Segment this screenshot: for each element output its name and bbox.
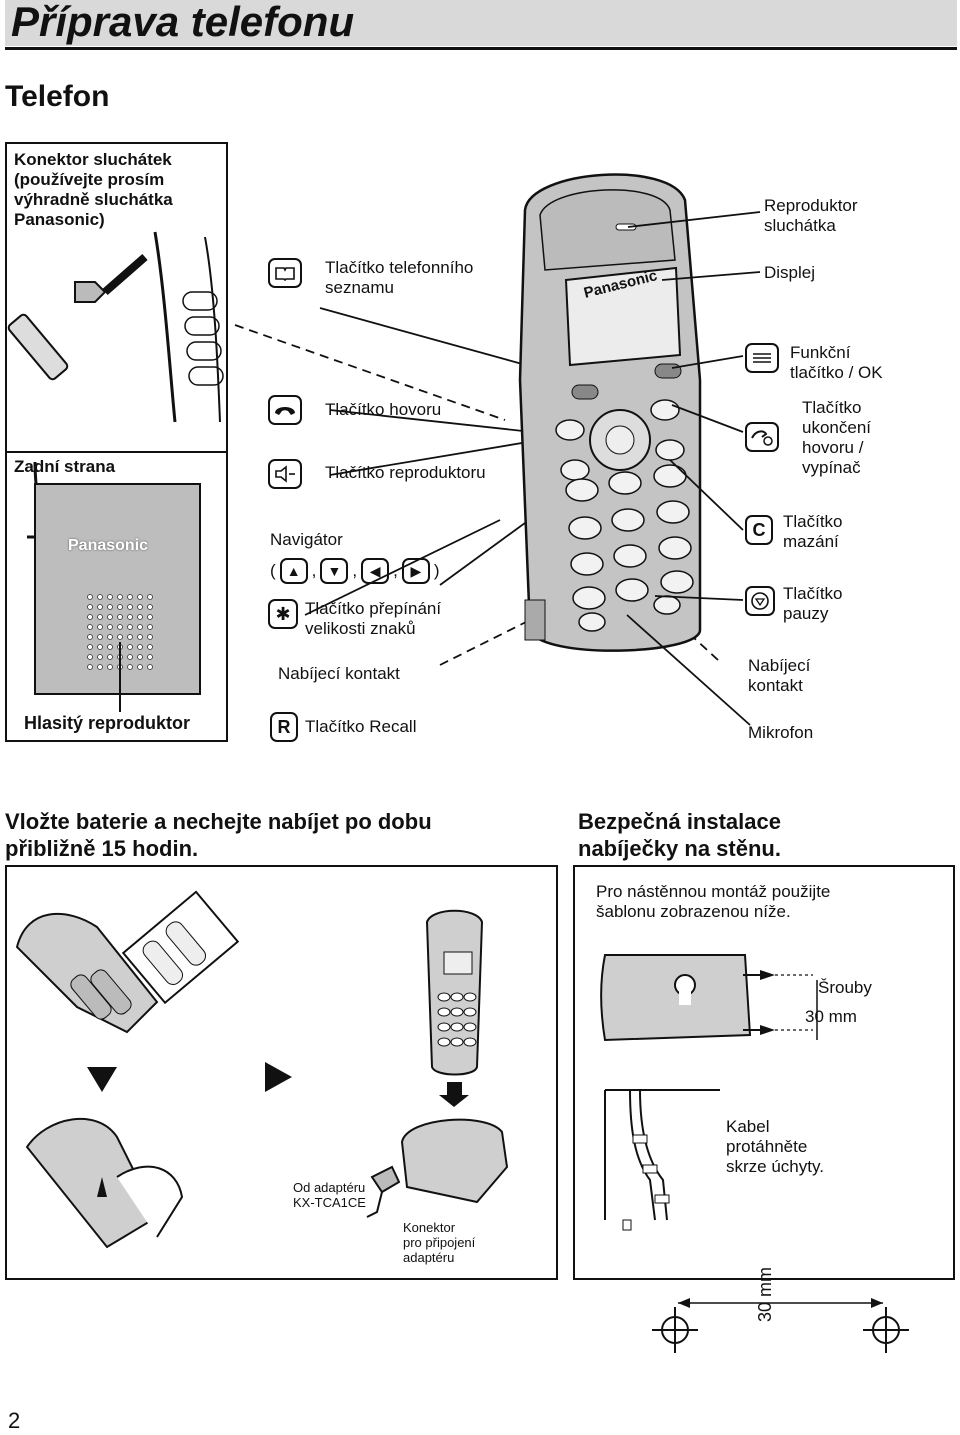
phonebook-key-line2: seznamu: [325, 278, 394, 297]
right-leader-lines: [626, 211, 761, 726]
charge-contact-right-label: Nabíjecí kontakt: [748, 656, 810, 696]
battery-illustration: [15, 890, 509, 1249]
star-key-line1: Tlačítko přepínání: [305, 599, 442, 618]
function-key-label: Funkční tlačítko / OK: [790, 343, 883, 383]
pause-key-icon: [745, 586, 775, 616]
charge-contact-right-line1: Nabíjecí: [748, 656, 811, 675]
battery-heading-line1: Vložte baterie a nechejte nabíjet po dob…: [5, 809, 432, 834]
wall-instruction: Pro nástěnnou montáž použijte šablonu zo…: [596, 882, 830, 922]
receiver-line1: Reproduktor: [764, 196, 858, 215]
pause-key-label: Tlačítko pauzy: [783, 584, 843, 624]
talk-key-icon: [268, 395, 302, 425]
mounting-template: [652, 1298, 909, 1353]
clear-key-line1: Tlačítko: [783, 512, 843, 531]
function-key-line1: Funkční: [790, 343, 851, 362]
wall-instruction-line2: šablonu zobrazenou níže.: [596, 902, 791, 921]
wall-heading-line1: Bezpečná instalace: [578, 809, 781, 834]
nav-paren-open: (: [270, 561, 276, 580]
pause-key-line1: Tlačítko: [783, 584, 843, 603]
wall-instruction-line1: Pro nástěnnou montáž použijte: [596, 882, 831, 901]
title-rule: [5, 47, 957, 50]
wall-panel: [573, 865, 955, 1280]
navigator-label: Navigátor: [270, 530, 343, 549]
off-key-label: Tlačítko ukončení hovoru / vypínač: [802, 398, 871, 478]
page-title: Příprava telefonu: [5, 0, 957, 46]
nav-sep-1: ,: [311, 561, 317, 580]
charge-contact-left-label: Nabíjecí kontakt: [278, 664, 400, 683]
phonebook-key-label: Tlačítko telefonního seznamu: [325, 258, 473, 298]
star-key-icon: ✱: [268, 599, 298, 629]
back-brand-logo: Panasonic: [68, 537, 149, 554]
pause-key-line2: pauzy: [783, 604, 829, 623]
template-distance-label: 30 mm: [755, 1266, 775, 1322]
panel-divider: [5, 451, 228, 453]
off-key-line1: Tlačítko: [802, 398, 862, 417]
wall-heading-line2: nabíječky na stěnu.: [578, 836, 781, 861]
adapter-connector-line1: Konektor: [403, 1220, 456, 1235]
adapter-connector-line2: pro připojení: [403, 1235, 476, 1250]
loudspeaker-label: Hlasitý reproduktor: [24, 713, 191, 733]
off-key-line3: hovoru /: [802, 438, 864, 457]
handset-illustration: [234, 173, 719, 666]
clear-key-icon: C: [745, 515, 773, 545]
nav-left-icon: ◀: [361, 558, 390, 584]
speaker-key-icon: [268, 459, 302, 489]
function-key-line2: tlačítko / OK: [790, 363, 883, 382]
cable-line1: Kabel: [726, 1117, 770, 1136]
page-number: 2: [8, 1408, 21, 1433]
battery-panel: [5, 865, 558, 1280]
back-side-panel: [5, 142, 228, 742]
screws-label: Šrouby: [818, 978, 872, 997]
recall-key-icon: R: [270, 712, 298, 742]
function-key-icon: [745, 343, 779, 373]
wall-heading: Bezpečná instalace nabíječky na stěnu.: [578, 808, 781, 862]
receiver-line2: sluchátka: [764, 216, 836, 235]
phonebook-key-icon: [268, 258, 302, 288]
adapter-from-label: Od adaptéru KX-TCA1CE: [293, 1180, 366, 1210]
wall-mount-illustration: [600, 954, 818, 1231]
clear-key-label: Tlačítko mazání: [783, 512, 843, 552]
phonebook-key-line1: Tlačítko telefonního: [325, 258, 474, 277]
off-key-line4: vypínač: [802, 458, 861, 477]
nav-down-icon: ▼: [320, 558, 349, 584]
cable-line3: skrze úchyty.: [726, 1157, 824, 1176]
adapter-connector-label: Konektor pro připojení adaptéru: [403, 1220, 475, 1265]
navigator-keys: ( ▲ , ▼ , ◀ , ▶ ): [270, 558, 440, 584]
off-key-icon: [745, 422, 779, 452]
recall-key-label: Tlačítko Recall: [305, 717, 417, 736]
star-key-line2: velikosti znaků: [305, 619, 416, 638]
charge-contact-right-line2: kontakt: [748, 676, 803, 695]
back-side-illustration: [7, 231, 224, 712]
battery-heading-line2: přibližně 15 hodin.: [5, 836, 199, 861]
speaker-key-label: Tlačítko reproduktoru: [325, 463, 486, 482]
cable-label: Kabel protáhněte skrze úchyty.: [726, 1117, 824, 1177]
nav-sep-2: ,: [352, 561, 358, 580]
connector-label: Konektor sluchátek (používejte prosím vý…: [14, 150, 173, 229]
display-label: Displej: [764, 263, 816, 282]
nav-up-icon: ▲: [279, 558, 308, 584]
cable-line2: protáhněte: [726, 1137, 808, 1156]
microphone-label: Mikrofon: [748, 723, 814, 742]
screw-length-label: 30 mm: [805, 1007, 857, 1026]
adapter-from-line1: Od adaptéru: [293, 1180, 366, 1195]
adapter-from-line2: KX-TCA1CE: [293, 1195, 366, 1210]
nav-paren-close: ): [433, 561, 440, 580]
back-side-label: Zadní strana: [14, 457, 116, 476]
adapter-connector-line3: adaptéru: [403, 1250, 455, 1265]
receiver-label: Reproduktor sluchátka: [764, 196, 858, 236]
section-title-telefon: Telefon: [5, 80, 110, 113]
battery-heading: Vložte baterie a nechejte nabíjet po dob…: [5, 808, 432, 862]
nav-right-icon: ▶: [401, 558, 430, 584]
talk-key-label: Tlačítko hovoru: [325, 400, 442, 419]
off-key-line2: ukončení: [802, 418, 871, 437]
clear-key-line2: mazání: [783, 532, 839, 551]
star-key-label: Tlačítko přepínání velikosti znaků: [305, 599, 441, 639]
